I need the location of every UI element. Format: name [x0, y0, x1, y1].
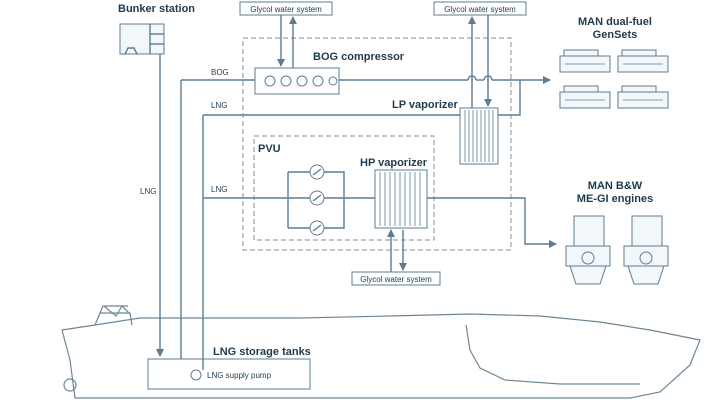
glycol-bottom-label: Glycol water system	[360, 275, 432, 284]
glycol-system-bottom[interactable]	[351, 271, 441, 286]
bunker-station[interactable]	[119, 23, 165, 55]
lng-storage-tank[interactable]	[147, 358, 311, 390]
pvu-boundary	[253, 135, 435, 241]
bunker-station-label: Bunker station	[118, 3, 195, 15]
pump-symbols	[312, 168, 322, 232]
hp-vaporizer[interactable]	[374, 169, 428, 229]
ship-hull	[61, 305, 701, 399]
hp-out-line	[427, 197, 557, 248]
genset-2	[617, 49, 669, 73]
bog-compressor-label: BOG compressor	[313, 51, 405, 63]
genset-3	[559, 85, 611, 109]
me-gi-engine-2	[623, 215, 669, 285]
glycol-system-top-left[interactable]	[239, 1, 333, 16]
bog-compressor[interactable]	[254, 67, 340, 95]
lng-supply-pump-icon	[190, 369, 202, 381]
engines-label-line2: ME-GI engines	[577, 193, 653, 205]
lng-bunker-line-label: LNG	[140, 187, 156, 196]
lp-out-line	[498, 80, 521, 116]
gensets-label-line2: GenSets	[593, 29, 638, 41]
gensets-label-line1: MAN dual-fuel	[578, 16, 652, 28]
glycol-system-top-right[interactable]	[433, 1, 527, 16]
gensets-icon-group[interactable]	[559, 49, 669, 109]
genset-4	[617, 85, 669, 109]
pump-inlets	[288, 171, 310, 229]
engines-label-line1: MAN B&W	[588, 180, 643, 192]
hp-vaporizer-label: HP vaporizer	[360, 157, 428, 169]
genset-1	[559, 49, 611, 73]
lng-lp-line-label: LNG	[211, 101, 227, 110]
storage-tanks-label: LNG storage tanks	[213, 346, 311, 358]
bog-line-label: BOG	[211, 68, 229, 77]
lng-hp-line-label: LNG	[211, 185, 227, 194]
glycol-top-right-label: Glycol water system	[444, 5, 516, 14]
pvu-label: PVU	[258, 143, 281, 155]
lp-vaporizer[interactable]	[459, 107, 499, 165]
me-gi-engine-1	[565, 215, 611, 285]
lp-vaporizer-label: LP vaporizer	[392, 99, 459, 111]
glycol-top-left-label: Glycol water system	[250, 5, 322, 14]
me-gi-engines-icon-group[interactable]	[565, 215, 669, 285]
supply-pump-label: LNG supply pump	[207, 371, 272, 380]
pump-manifold-out	[324, 171, 375, 229]
